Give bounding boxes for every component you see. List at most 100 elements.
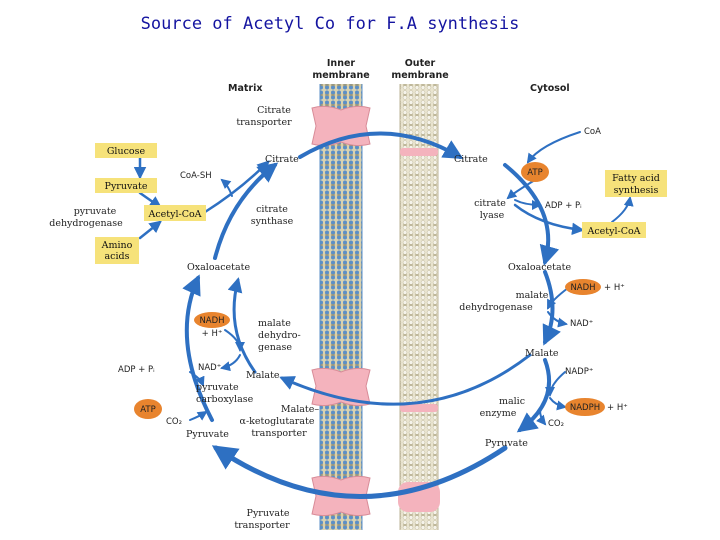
pyruvate-box xyxy=(95,178,157,193)
matrix-mdh-label-3: genase xyxy=(258,342,292,353)
cyto-nadh-in-arrow xyxy=(547,287,569,310)
coa-sh-label: CoA-SH xyxy=(180,171,212,181)
cytosol-coa-label: CoA xyxy=(584,127,601,137)
matrix-co2-label: CO₂ xyxy=(166,417,182,427)
malate-transporter-label-3: transporter xyxy=(251,428,307,439)
nadph-out-arrow xyxy=(549,397,567,411)
amino-to-acetylcoa-arrow xyxy=(138,220,162,240)
citrate-transporter-label-1: Citrate xyxy=(257,105,291,116)
cytosol-oxaloacetate-label: Oxaloacetate xyxy=(508,262,571,273)
pdh-label-2: dehydrogenase xyxy=(49,218,123,229)
acetylcoa-to-citrate-arrow xyxy=(203,160,270,214)
malate-transporter-label-2: α-ketoglutarate xyxy=(240,416,315,427)
matrix-pyruvate-label: Pyruvate xyxy=(186,429,229,440)
matrix-atp-badge xyxy=(134,399,162,419)
cytosol-coa-in-arrow xyxy=(526,131,581,164)
matrix-nadh-label: NADH xyxy=(199,316,224,326)
pyruvate-return-arrow xyxy=(211,445,508,499)
atp-consumption-arrow xyxy=(506,179,536,200)
glucose-label: Glucose xyxy=(107,146,146,157)
matrix-malate-label: Malate xyxy=(246,370,280,381)
nadph-label: NADPH xyxy=(570,403,600,413)
pdh-label-1: pyruvate xyxy=(74,206,117,217)
matrix-nadh-badge xyxy=(194,312,230,328)
inner-membrane xyxy=(319,84,363,530)
citrate-to-oxaloacetate-arrow xyxy=(503,163,560,266)
cytosol-citrate-label: Citrate xyxy=(454,154,488,165)
citrate-transporter-label-2: transporter xyxy=(236,117,292,128)
outer-membrane xyxy=(399,84,439,530)
slide-title: Source of Acetyl Co for F.A synthesis xyxy=(140,14,520,34)
cytosol-nad-label: NAD⁺ xyxy=(570,319,593,329)
matrix-label: Matrix xyxy=(228,83,262,94)
amino-acids-label-1: Amino xyxy=(101,240,133,251)
acetyl-coa-label: Acetyl-CoA xyxy=(147,209,201,220)
pyruvate-transporter-label-1: Pyruvate xyxy=(247,508,290,519)
citrate-lyase-label-2: lyase xyxy=(480,210,505,221)
nadp-in-arrow xyxy=(545,371,566,397)
matrix-adp-pi-label: ADP + Pᵢ xyxy=(118,365,155,375)
fas-arrow xyxy=(611,196,634,223)
fatty-acid-synthesis-box xyxy=(605,170,667,197)
cytosol-malate-label: Malate xyxy=(525,348,559,359)
cytosol-nadh-label: NADH xyxy=(570,283,595,293)
cycle-arrows xyxy=(133,131,634,499)
pyruvate-box-label: Pyruvate xyxy=(105,181,148,192)
matrix-atp-label: ATP xyxy=(140,405,155,415)
cytosol-acetyl-coa-label: Acetyl-CoA xyxy=(586,226,640,237)
outer-membrane-pore-middle xyxy=(400,404,438,412)
outer-membrane-label-2: membrane xyxy=(391,70,448,81)
citrate-synthase-label-2: synthase xyxy=(251,216,294,227)
citrate-lyase-label-1: citrate xyxy=(474,198,506,209)
inner-membrane-label-2: membrane xyxy=(312,70,369,81)
malic-enzyme-label-1: malic xyxy=(499,396,525,407)
matrix-mdh-label-2: dehydro- xyxy=(258,330,301,341)
cytosol-atp-badge xyxy=(521,162,549,182)
malate-to-pyruvate-arrow xyxy=(516,358,552,433)
outer-membrane-pore-top xyxy=(400,148,438,156)
nadp-label: NADP⁺ xyxy=(565,367,593,377)
pyruvate-carboxylase-label-1: pyruvate xyxy=(196,382,239,393)
cytosol-atp-label: ATP xyxy=(527,168,542,178)
malate-import-arrow xyxy=(279,353,532,406)
cytosol-mdh-label-2: dehydrogenase xyxy=(459,302,533,313)
acetyl-coa-box xyxy=(144,205,206,221)
citrate-synthase-label-1: citrate xyxy=(256,204,288,215)
co2-out-arrow xyxy=(536,409,547,426)
fatty-acid-label-2: synthesis xyxy=(614,185,659,196)
malate-ketoglutarate-transporter-protein xyxy=(311,367,371,407)
matrix-adp-arrow xyxy=(189,371,205,387)
matrix-nad-label: NAD⁺ xyxy=(198,363,221,373)
inner-membrane-label: Inner xyxy=(327,58,356,69)
glucose-box xyxy=(95,143,157,158)
pyruvate-carboxylase-label-2: carboxylase xyxy=(196,394,254,405)
cytosol-acetyl-coa-box xyxy=(582,222,646,238)
cyto-nad-out-arrow xyxy=(547,311,568,328)
cytosol-pyruvate-label: Pyruvate xyxy=(485,438,528,449)
matrix-mdh-label-1: malate xyxy=(258,318,291,329)
malate-transporter-label-1: Malate– xyxy=(281,404,320,415)
fatty-acid-label-1: Fatty acid xyxy=(612,173,660,184)
cytosol-mdh-label-1: malate xyxy=(516,290,549,301)
malic-enzyme-label-2: enzyme xyxy=(480,408,517,419)
matrix-nadh-h-label: + H⁺ xyxy=(202,329,223,339)
pyruvate-transporter-label-2: transporter xyxy=(234,520,290,531)
matrix-oxaloacetate-label: Oxaloacetate xyxy=(187,262,250,273)
amino-acids-box xyxy=(95,237,139,264)
cytosol-co2-label: CO₂ xyxy=(548,419,564,429)
matrix-citrate-label: Citrate xyxy=(265,154,299,165)
matrix-nad-out-arrow xyxy=(220,354,241,372)
outer-membrane-label: Outer xyxy=(405,58,436,69)
matrix-nadh-in-arrow xyxy=(224,329,245,352)
cytosol-h-plus-label: + H⁺ xyxy=(604,283,625,293)
matrix-co2-in-arrow xyxy=(189,410,208,421)
cytosol-nadh-badge xyxy=(565,279,601,295)
citrate-export-arrow xyxy=(298,131,464,160)
amino-acids-label-2: acids xyxy=(105,251,130,262)
pyruvate-to-acetylcoa-arrow xyxy=(138,191,163,209)
pyruvate-to-oaa-matrix-arrow xyxy=(182,274,214,422)
acetylcoa-out-arrow xyxy=(513,203,585,236)
malate-to-oaa-matrix-arrow xyxy=(227,277,257,374)
coa-sh-release-arrow xyxy=(220,178,233,197)
